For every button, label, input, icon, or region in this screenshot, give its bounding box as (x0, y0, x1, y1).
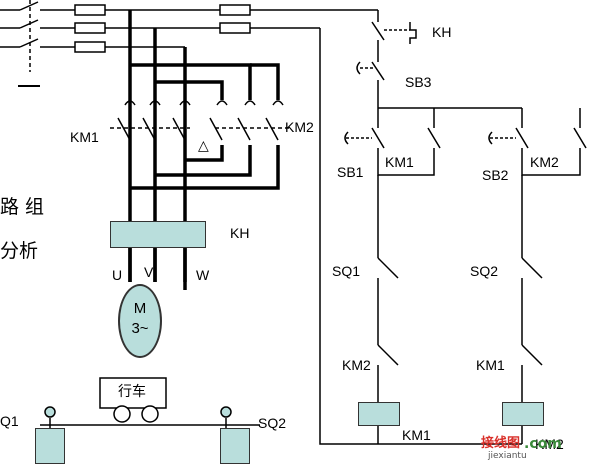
label-km2-interlock: KM2 (342, 357, 371, 373)
label-km2-contact: KM2 (530, 154, 559, 170)
label-sq2-bottom: SQ2 (258, 415, 287, 431)
label-w: W (196, 267, 210, 283)
label-sb3: SB3 (405, 74, 432, 90)
label-sb2: SB2 (482, 167, 509, 183)
motor: M 3~ (118, 284, 162, 358)
label-kh-top: KH (432, 24, 452, 40)
side-text-1: 路 组 (0, 196, 45, 218)
label-v: V (144, 264, 154, 280)
motor-label-phase: 3~ (131, 320, 149, 337)
label-coil-km2: KM2 (535, 436, 564, 452)
limit-switch-sq2 (220, 428, 250, 464)
label-kh-relay: KH (230, 225, 250, 241)
label-sq1-bottom: Q1 (0, 413, 19, 429)
label-km2-main: KM2 (285, 119, 314, 135)
label-sq2: SQ2 (470, 263, 499, 279)
watermark-suffix: .com (524, 436, 562, 452)
watermark-url: jiexiantu (488, 451, 527, 461)
label-coil-km1: KM1 (402, 427, 431, 443)
coil-km1 (358, 402, 400, 426)
label-km1-main: KM1 (70, 129, 99, 145)
label-km1-interlock: KM1 (476, 357, 505, 373)
label-km1-contact: KM1 (385, 154, 414, 170)
label-sb1: SB1 (337, 164, 364, 180)
side-text-2: 分析 (0, 240, 39, 262)
label-sq1: SQ1 (332, 263, 361, 279)
watermark-brand: 接线图 (481, 436, 521, 451)
motor-label-m: M (133, 300, 147, 317)
limit-switch-sq1 (35, 428, 65, 464)
coil-km2 (502, 402, 544, 426)
thermal-relay-box (110, 221, 206, 248)
label-delta: △ (198, 137, 209, 153)
label-u: U (112, 267, 123, 283)
label-carriage: 行车 (118, 384, 146, 400)
